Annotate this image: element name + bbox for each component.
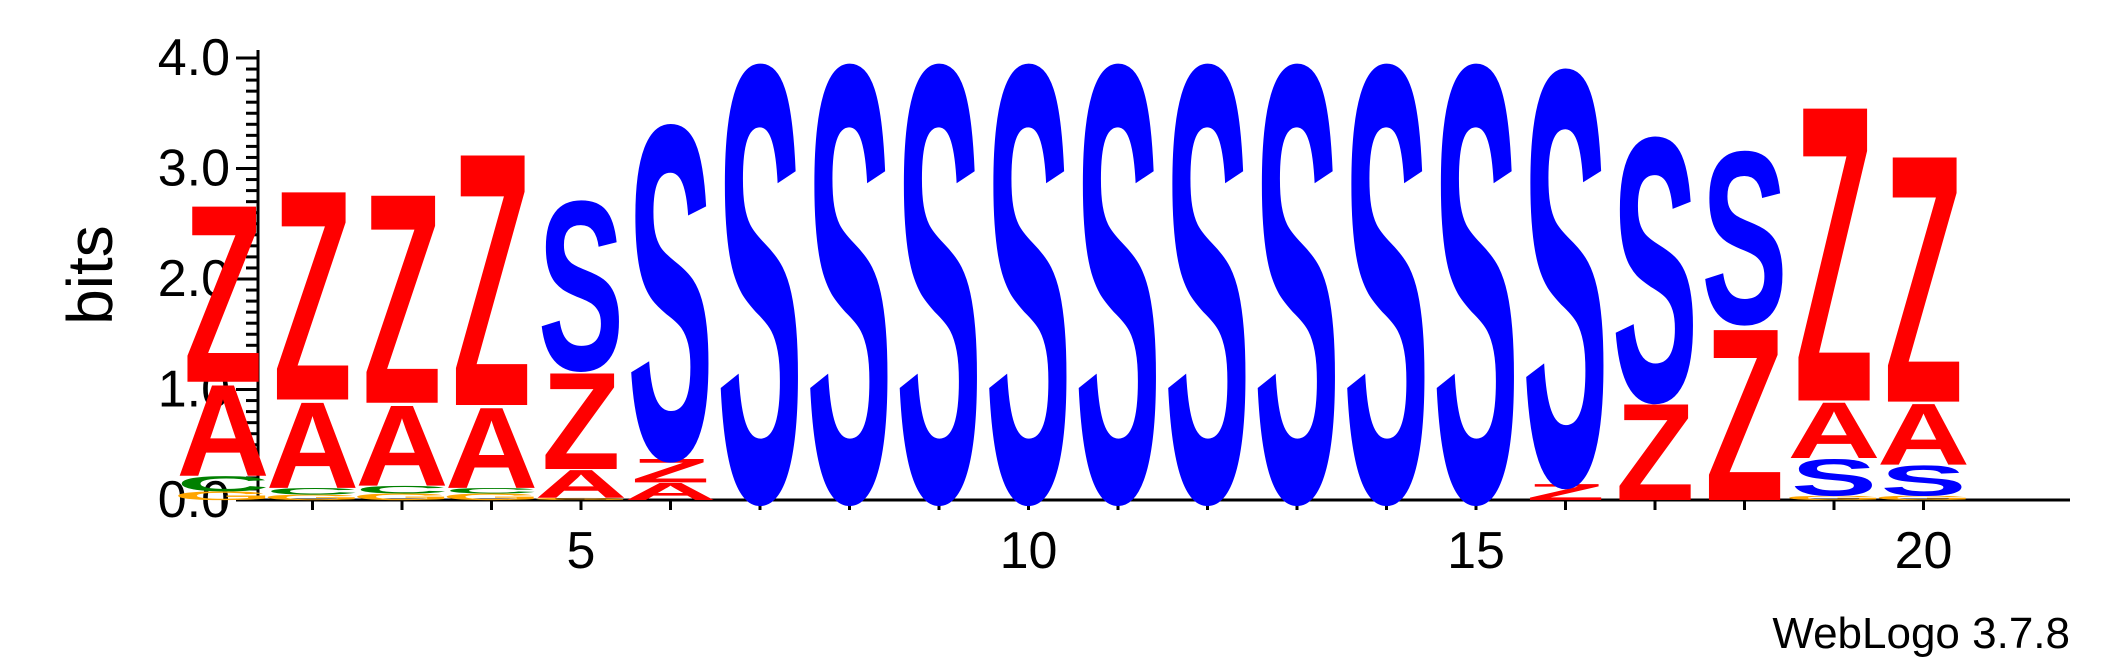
position-stack: ZS <box>1612 58 1698 530</box>
y-tick-label: 0.0 <box>158 471 230 529</box>
position-stack: ZS <box>1523 0 1609 611</box>
logo-letter: S <box>1791 448 1877 507</box>
logo-letter: S <box>806 0 892 633</box>
position-stack: S <box>896 0 982 633</box>
logo-letter: Z <box>452 77 531 482</box>
logo-letter: S <box>538 151 624 422</box>
logo-letter: C <box>176 472 269 496</box>
logo-letter: S <box>1075 0 1161 633</box>
y-axis: 0.0 1.0 2.0 3.0 4.0 bits <box>54 29 260 529</box>
logo-letter: G <box>262 493 362 502</box>
logo-letter: S <box>985 0 1071 633</box>
logo-letter: Z <box>631 452 710 490</box>
y-ticks: 0.0 1.0 2.0 3.0 4.0 <box>158 29 258 529</box>
position-stack: S <box>806 0 892 633</box>
logo-letter: C <box>445 486 538 495</box>
position-stack: ZS <box>1701 100 1787 553</box>
position-stack: S <box>1343 0 1429 633</box>
logo-letter: S <box>1433 0 1519 633</box>
x-tick-label: 20 <box>1895 522 1953 580</box>
logo-letter: G <box>352 492 452 502</box>
logo-letter: Z <box>1526 479 1605 505</box>
logo-letter: S <box>1612 58 1698 481</box>
x-tick-label: 15 <box>1447 522 1505 580</box>
logo-letter: G <box>1784 494 1884 501</box>
x-tick-label: 10 <box>1000 522 1058 580</box>
logo-letter: S <box>896 0 982 633</box>
logo-letter: A <box>176 357 269 504</box>
position-stack: AZS <box>624 27 717 561</box>
position-stack: S <box>1433 0 1519 633</box>
logo-letter: A <box>266 376 359 514</box>
logo-letter: Z <box>542 345 621 499</box>
position-stack: S <box>717 0 803 633</box>
logo-letter: G <box>531 497 631 500</box>
logo-letter: G <box>173 489 273 503</box>
logo-letter: C <box>355 484 448 496</box>
logo-letter: S <box>1523 0 1609 611</box>
logo-letter: A <box>1877 386 1970 484</box>
logo-letter: G <box>1873 494 1973 501</box>
logo-letter: S <box>628 27 714 561</box>
position-stack: S <box>1164 0 1250 633</box>
position-stack: S <box>1075 0 1161 633</box>
logo-letter: G <box>441 492 541 502</box>
weblogo-credit: WebLogo 3.7.8 <box>1772 609 2070 658</box>
logo-letter: Z <box>1705 277 1784 553</box>
logo-letter: S <box>717 0 803 633</box>
y-axis-title: bits <box>54 225 126 325</box>
logo-letter: Z <box>273 128 352 465</box>
logo-letter: S <box>1880 457 1966 505</box>
y-tick-label: 2.0 <box>158 250 230 308</box>
y-tick-label: 4.0 <box>158 29 230 87</box>
logo-letter: S <box>1343 0 1429 633</box>
position-stack: S <box>1254 0 1340 633</box>
logo-letter: A <box>1787 386 1880 476</box>
logo-letter: A <box>355 381 448 510</box>
y-tick-label: 3.0 <box>158 140 230 198</box>
logo-letter: S <box>1254 0 1340 633</box>
logo-letter: A <box>534 462 627 507</box>
y-tick-label: 1.0 <box>158 361 230 419</box>
logo-letter: S <box>1164 0 1250 633</box>
logo-letter: Z <box>184 151 263 436</box>
position-stack: S <box>985 0 1071 633</box>
logo-letter: Z <box>1795 18 1874 492</box>
logo-letter: Z <box>1884 80 1963 477</box>
x-axis: 5 10 15 20 <box>221 498 2070 580</box>
x-tick-label: 5 <box>567 522 596 580</box>
logo-letter: Z <box>1616 376 1695 530</box>
logo-letter: S <box>1701 100 1787 376</box>
logo-letter: C <box>266 486 359 496</box>
logo-letter: Z <box>363 131 442 468</box>
logo-letter: A <box>624 478 717 506</box>
x-ticks: 5 10 15 20 <box>221 500 1953 580</box>
logo-letter: A <box>445 383 538 512</box>
